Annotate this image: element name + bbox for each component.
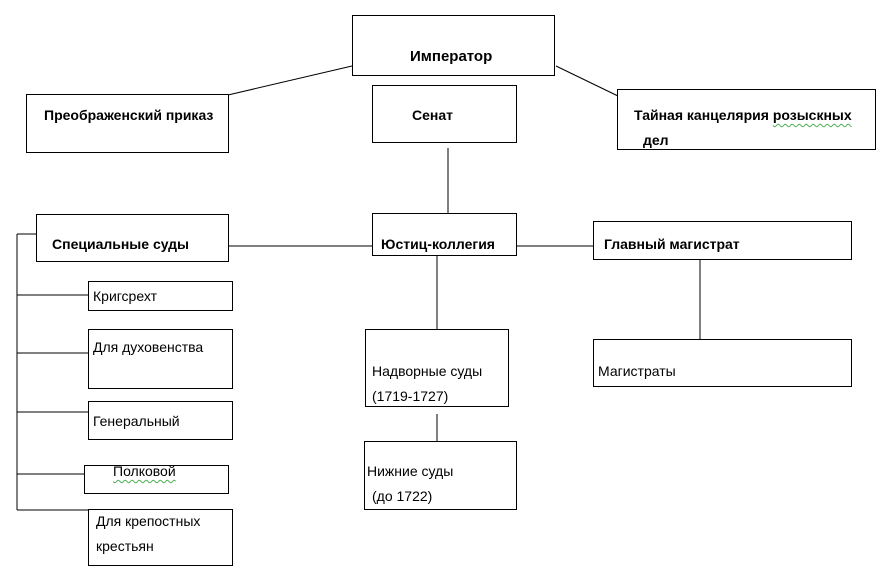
secret-chancellery-text-a: Тайная канцелярия <box>634 107 773 123</box>
special-courts-box <box>36 214 229 262</box>
clergy-label: Для духовенства <box>93 339 204 355</box>
lower-courts-box <box>364 441 517 510</box>
senate-box <box>372 85 517 143</box>
court-courts-label-line2: (1719-1727) <box>372 388 449 404</box>
secret-chancellery-line1: Тайная канцелярия розыскных <box>634 107 852 124</box>
court-courts-box <box>365 329 509 407</box>
senate-label: Сенат <box>412 107 453 123</box>
general-label: Генеральный <box>93 413 180 429</box>
regimental-box <box>84 465 229 494</box>
emperor-preobrazhensky-line <box>227 65 353 96</box>
lower-courts-label-line1: Нижние суды <box>367 463 454 479</box>
emperor-box <box>352 15 555 76</box>
serfs-label-line2: крестьян <box>96 538 154 554</box>
court-courts-label-line1: Надворные суды <box>372 363 483 379</box>
chief-magistrate-box <box>593 221 852 260</box>
clergy-box <box>88 329 233 389</box>
kriegsrecht-box <box>88 281 233 311</box>
general-box <box>88 401 233 440</box>
chief-magistrate-label: Главный магистрат <box>604 236 740 252</box>
secret-chancellery-box <box>617 89 876 150</box>
emperor-secret-chancellery-line <box>555 65 619 97</box>
emperor-label: Император <box>410 48 493 65</box>
serfs-label-line1: Для крепостных <box>96 513 201 529</box>
preobrazhensky-box <box>26 94 229 153</box>
magistrates-label: Магистраты <box>598 363 676 379</box>
secret-chancellery-text-b: розыскных <box>772 107 852 123</box>
serfs-box <box>88 509 233 566</box>
justice-college-box <box>372 213 517 256</box>
secret-chancellery-line2: дел <box>643 132 669 148</box>
lower-courts-label-line2: (до 1722) <box>372 488 433 504</box>
preobrazhensky-label: Преображенский приказ <box>44 107 214 123</box>
justice-college-label: Юстиц-коллегия <box>381 236 495 252</box>
regimental-label: Полковой <box>113 463 176 479</box>
magistrates-box <box>593 339 852 387</box>
special-courts-label: Специальные суды <box>52 236 190 252</box>
kriegsrecht-label: Кригсрехт <box>93 288 158 304</box>
